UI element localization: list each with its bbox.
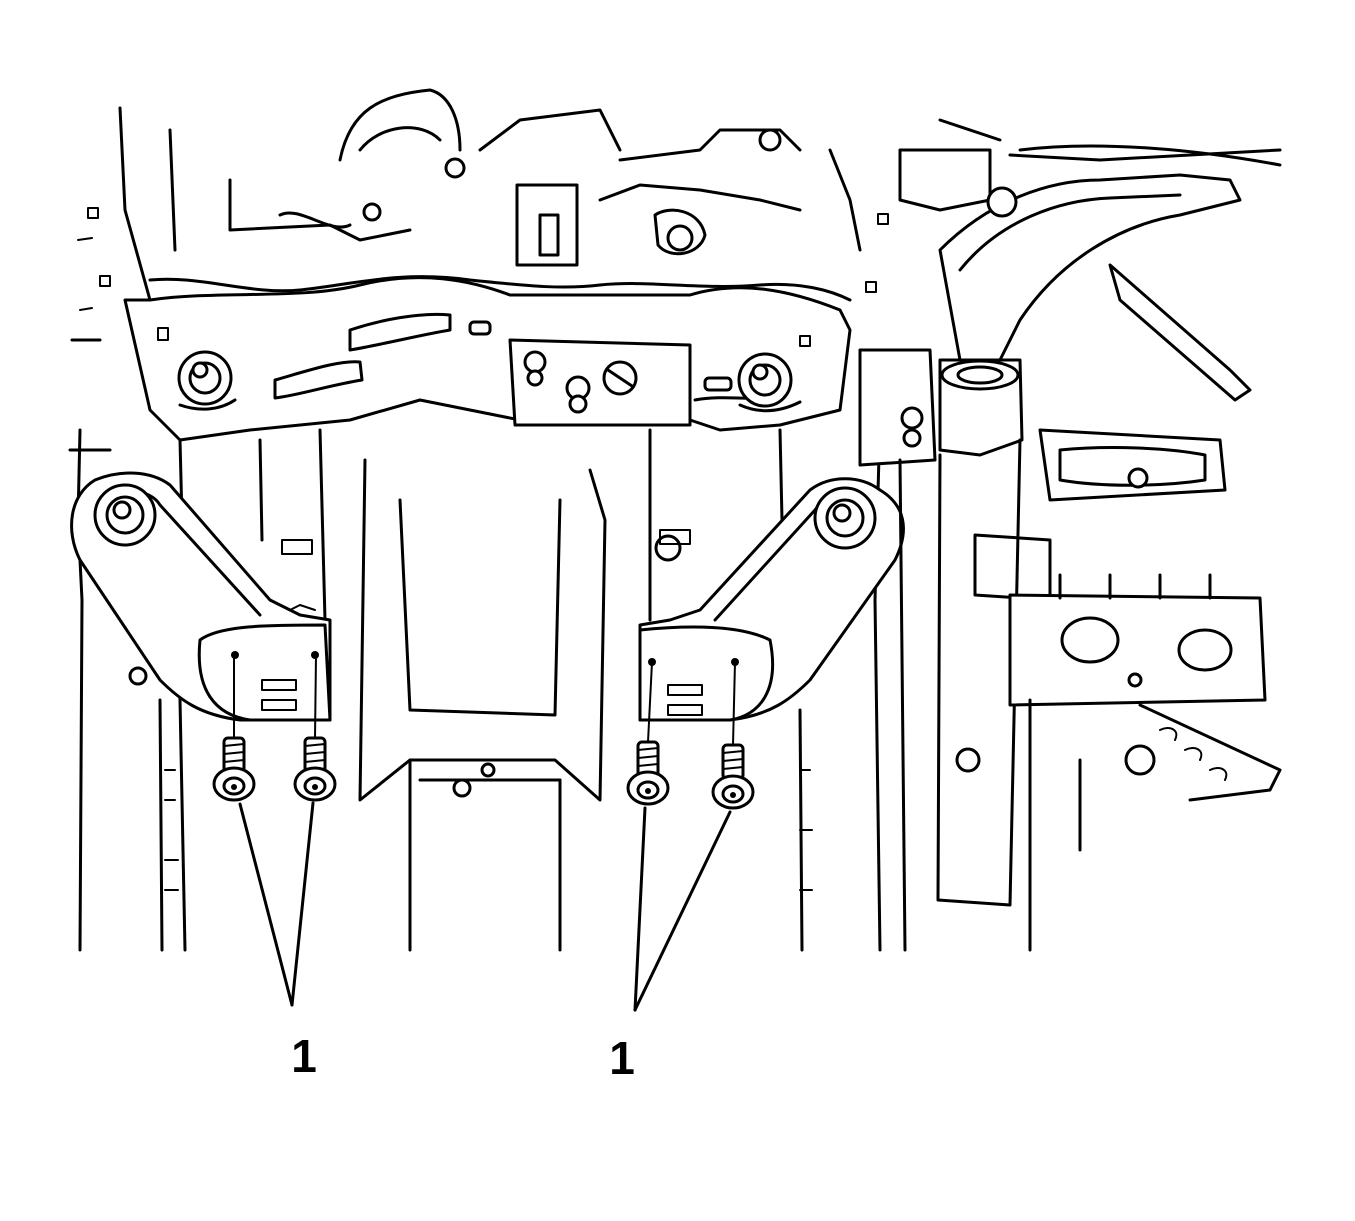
callout-leaders xyxy=(238,801,732,1012)
callout-label-right: 1 xyxy=(609,1032,635,1084)
engine-components xyxy=(77,88,1282,311)
bolt-left-1 xyxy=(212,736,256,802)
underbody-structure xyxy=(68,338,882,952)
bolt-left-2 xyxy=(293,736,337,802)
bolt-right-1 xyxy=(626,740,670,806)
bolt-right-2 xyxy=(711,743,755,810)
control-arm-assembly xyxy=(858,173,1282,952)
left-brace xyxy=(70,471,332,722)
bolt-guide-lines xyxy=(233,654,736,746)
subframe-crossmember xyxy=(123,275,852,442)
right-brace xyxy=(638,477,905,722)
callout-label-left: 1 xyxy=(291,1030,317,1082)
